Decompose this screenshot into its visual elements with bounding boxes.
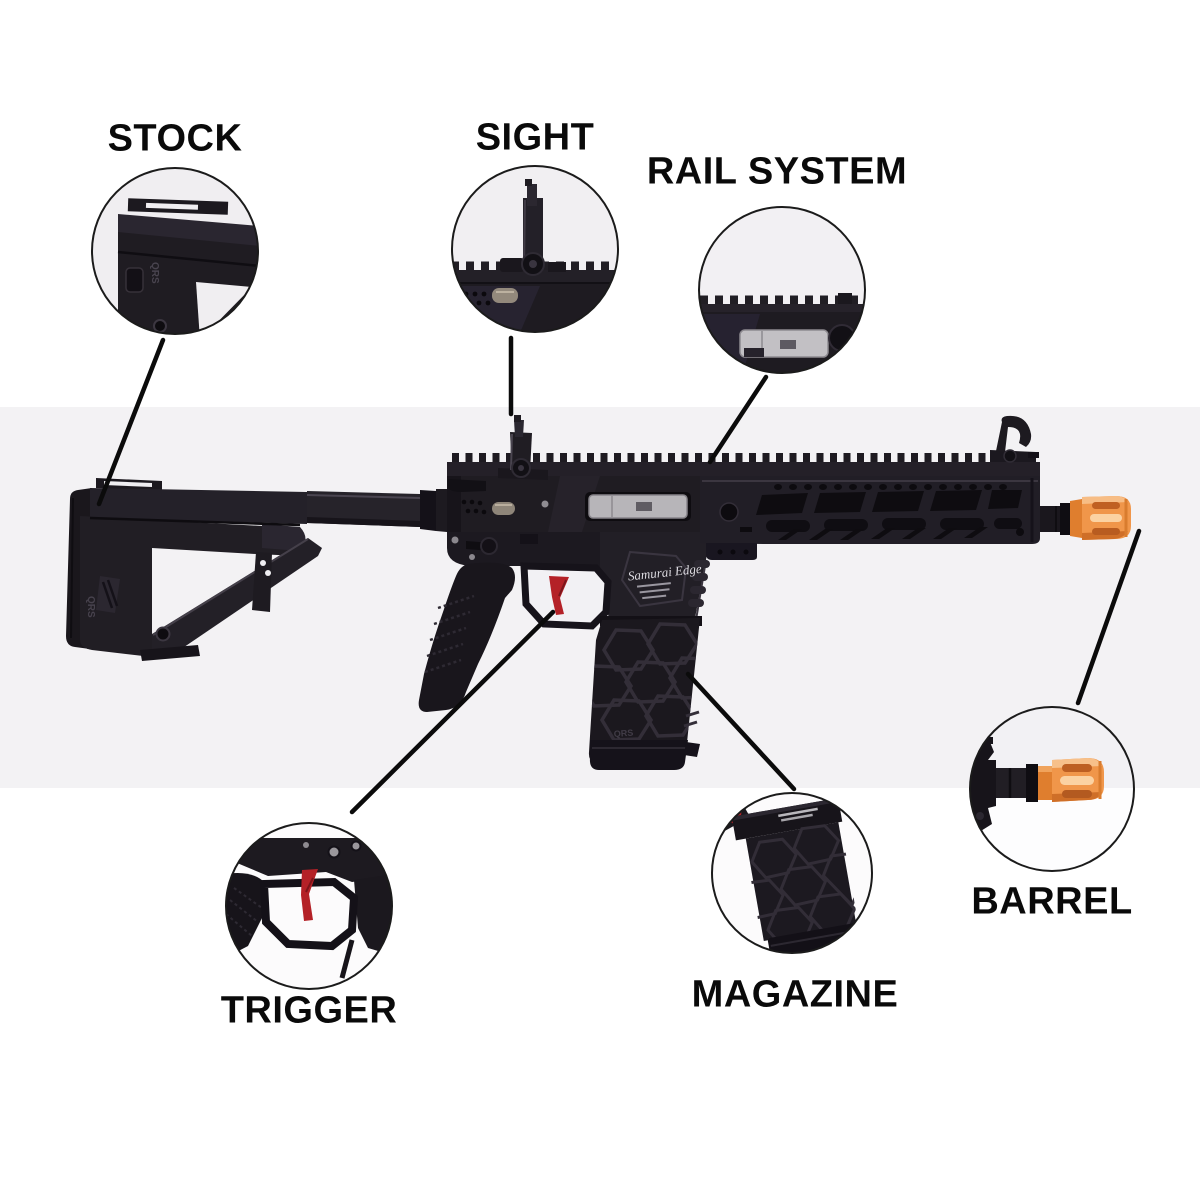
callout-line-magazine <box>685 671 797 792</box>
front-sight <box>990 415 1039 463</box>
callout-lines <box>96 335 1142 815</box>
magazine-inset <box>711 792 873 954</box>
top-rail <box>447 453 1040 476</box>
stock-inset: QRS <box>91 167 259 335</box>
upper-receiver <box>447 415 700 532</box>
magazine-marking-text: QRS <box>613 728 633 739</box>
label-stock: STOCK <box>107 117 243 160</box>
magazine-part: QRS <box>588 616 702 770</box>
sight-inset <box>451 165 619 333</box>
rail-system-inset <box>698 206 866 374</box>
stock-inset-marking: QRS <box>149 262 160 284</box>
rear-sight <box>498 415 548 480</box>
barrel-muzzle <box>1040 496 1131 540</box>
trigger-inset-blade <box>301 869 318 921</box>
label-magazine: MAGAZINE <box>691 973 899 1016</box>
label-rail-system: RAIL SYSTEM <box>646 150 908 193</box>
trigger-guard <box>520 562 612 630</box>
stock-assembly: QRS <box>66 478 322 661</box>
callout-line-trigger <box>349 609 556 815</box>
pistol-grip <box>418 562 515 712</box>
buffer-tube <box>306 489 447 532</box>
bolt-knob <box>492 502 515 515</box>
handguard <box>700 476 1040 560</box>
label-trigger: TRIGGER <box>220 989 398 1032</box>
label-barrel: BARREL <box>971 880 1133 923</box>
label-sight: SIGHT <box>475 116 595 159</box>
stock-marking-text: QRS <box>85 596 96 618</box>
trigger-inset <box>225 822 393 990</box>
lower-receiver: Samurai Edge <box>418 532 710 712</box>
callout-line-barrel <box>1075 528 1142 706</box>
rifle-illustration: QRS <box>66 415 1131 770</box>
callout-line-stock <box>96 337 166 507</box>
callout-line-rail-system <box>707 374 769 465</box>
